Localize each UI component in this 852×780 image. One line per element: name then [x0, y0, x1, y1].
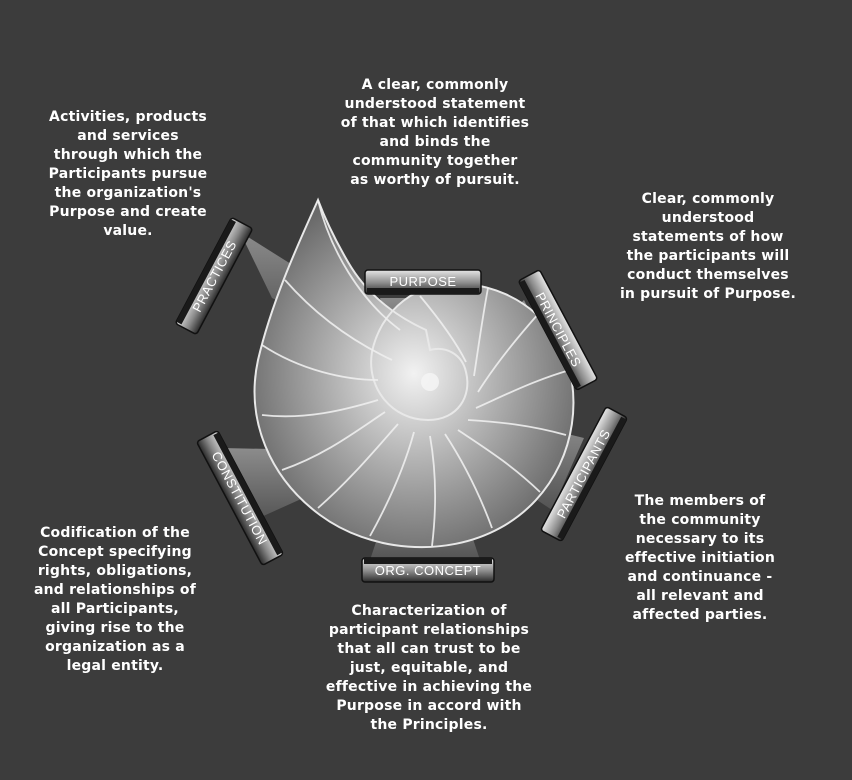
plate-purpose: PURPOSE	[364, 269, 482, 295]
constitution-description: Codification of the Concept specifying r…	[33, 525, 197, 674]
concept-description: Characterization of participant relation…	[325, 603, 533, 733]
participants-description: The members of the community necessary t…	[624, 493, 776, 623]
plate-concept: ORG. CONCEPT	[361, 557, 495, 583]
principles-description: Clear, commonly understood statements of…	[619, 191, 797, 302]
plate-label-concept: ORG. CONCEPT	[375, 563, 481, 578]
shell-center	[421, 373, 439, 391]
shell-outline	[253, 197, 575, 549]
purpose-description: A clear, commonly understood statement o…	[340, 77, 530, 188]
plate-label-purpose: PURPOSE	[389, 274, 456, 289]
nautilus-shell	[253, 197, 575, 549]
practices-description: Activities, products and services throug…	[48, 109, 208, 239]
